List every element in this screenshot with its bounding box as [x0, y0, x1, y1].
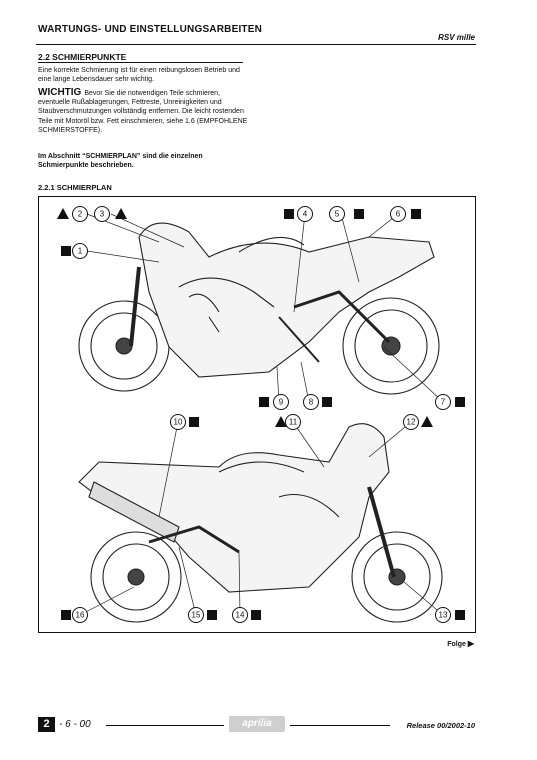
marker-square: [411, 209, 421, 219]
marker-triangle: [275, 416, 287, 427]
lubrication-diagram: 1 2 3 4 5 6 7 8 9 10 11 12 13 14 15 16: [38, 196, 476, 633]
lubricant-markers: [57, 208, 465, 620]
callout-1: 1: [72, 243, 88, 259]
callout-12: 12: [403, 414, 419, 430]
warning-label: WICHTIG: [38, 87, 82, 98]
chapter-badge: 2: [38, 717, 55, 732]
footer-divider-right: [290, 725, 390, 726]
callout-9: 9: [273, 394, 289, 410]
intro-paragraph: Eine korrekte Schmierung ist für einen r…: [38, 67, 240, 84]
callout-16: 16: [72, 607, 88, 623]
svg-text:6: 6: [396, 210, 401, 219]
continued-link[interactable]: Folge ▶: [447, 639, 474, 648]
svg-text:14: 14: [236, 611, 245, 620]
motorcycle-bottom-illustration: [78, 423, 443, 623]
callout-3: 3: [94, 206, 110, 222]
marker-square: [251, 610, 261, 620]
svg-text:7: 7: [441, 398, 446, 407]
marker-triangle: [115, 208, 127, 219]
svg-text:1: 1: [78, 247, 83, 256]
svg-text:9: 9: [279, 398, 284, 407]
arrow-right-icon: ▶: [467, 639, 474, 648]
svg-text:10: 10: [174, 418, 183, 427]
section-divider: [38, 62, 243, 63]
page-number: - 6 - 00: [59, 719, 91, 730]
rear-wheel-top: [342, 297, 440, 395]
callout-15: 15: [188, 607, 204, 623]
svg-text:16: 16: [76, 611, 85, 620]
marker-square: [284, 209, 294, 219]
svg-text:13: 13: [439, 611, 448, 620]
rear-wheel-bottom: [90, 531, 182, 623]
callout-11: 11: [285, 414, 301, 430]
marker-triangle: [421, 416, 433, 427]
callout-5: 5: [329, 206, 345, 222]
marker-square: [259, 397, 269, 407]
release-info: Release 00/2002-10: [406, 721, 475, 730]
warning-text: Bevor Sie die notwendigen Teile schmiere…: [38, 90, 248, 134]
svg-text:12: 12: [407, 418, 416, 427]
svg-text:15: 15: [192, 611, 201, 620]
marker-square: [189, 417, 199, 427]
callout-13: 13: [435, 607, 451, 623]
svg-text:8: 8: [309, 398, 314, 407]
callout-leaders: [79, 213, 444, 616]
marker-square: [455, 397, 465, 407]
callout-6: 6: [390, 206, 406, 222]
section-title: 2.2 SCHMIERPUNKTE: [38, 52, 127, 62]
callout-10: 10: [170, 414, 186, 430]
svg-text:5: 5: [335, 210, 340, 219]
callout-7: 7: [435, 394, 451, 410]
header-model: RSV mille: [438, 33, 475, 42]
svg-text:3: 3: [100, 210, 105, 219]
svg-text:11: 11: [289, 418, 298, 427]
motorcycle-top-illustration: [78, 222, 440, 395]
marker-square: [322, 397, 332, 407]
marker-triangle: [57, 208, 69, 219]
front-wheel-bottom: [351, 531, 443, 623]
svg-text:4: 4: [303, 210, 308, 219]
schmierplan-note: Im Abschnitt “SCHMIERPLAN” sind die einz…: [38, 153, 203, 170]
callout-8: 8: [303, 394, 319, 410]
subsection-title: 2.2.1 SCHMIERPLAN: [38, 183, 112, 192]
callout-2: 2: [72, 206, 88, 222]
marker-square: [207, 610, 217, 620]
callout-4: 4: [297, 206, 313, 222]
motorcycle-illustrations: 1 2 3 4 5 6 7 8 9 10 11 12 13 14 15 16: [57, 206, 465, 623]
brand-logo: aprilia: [229, 716, 285, 732]
header-divider: [36, 44, 476, 45]
footer-divider-left: [106, 725, 224, 726]
marker-square: [61, 610, 71, 620]
header-title: WARTUNGS- UND EINSTELLUNGSARBEITEN: [38, 24, 263, 35]
marker-square: [354, 209, 364, 219]
continued-label: Folge: [447, 641, 466, 648]
marker-square: [455, 610, 465, 620]
callout-14: 14: [232, 607, 248, 623]
svg-text:2: 2: [78, 210, 83, 219]
marker-square: [61, 246, 71, 256]
